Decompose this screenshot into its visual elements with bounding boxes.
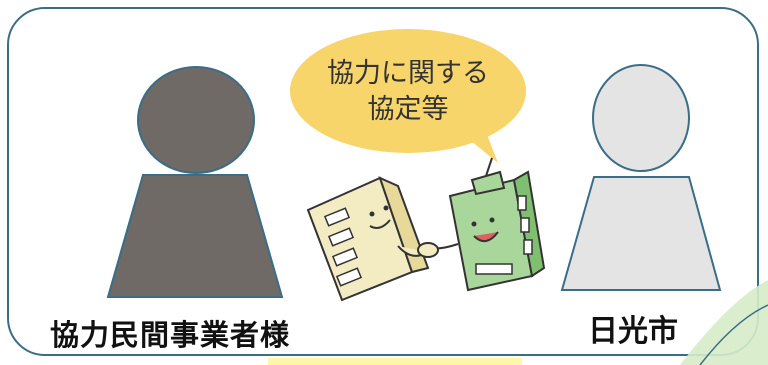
nikko-city-label: 日光市 bbox=[588, 314, 678, 349]
bubble-line-2: 協定等 bbox=[367, 94, 449, 125]
highlight-strip bbox=[268, 358, 522, 365]
person-right-icon bbox=[560, 64, 722, 291]
corner-swoosh bbox=[680, 280, 768, 365]
speech-bubble-icon bbox=[290, 29, 526, 163]
bubble-line-1: 協力に関する bbox=[327, 58, 489, 89]
handshake-buildings-icon bbox=[306, 157, 546, 302]
person-left-icon bbox=[106, 66, 284, 298]
agreement-bubble-text: 協力に関する 協定等 bbox=[293, 56, 523, 128]
partner-business-label: 協力民間事業者様 bbox=[50, 318, 291, 352]
